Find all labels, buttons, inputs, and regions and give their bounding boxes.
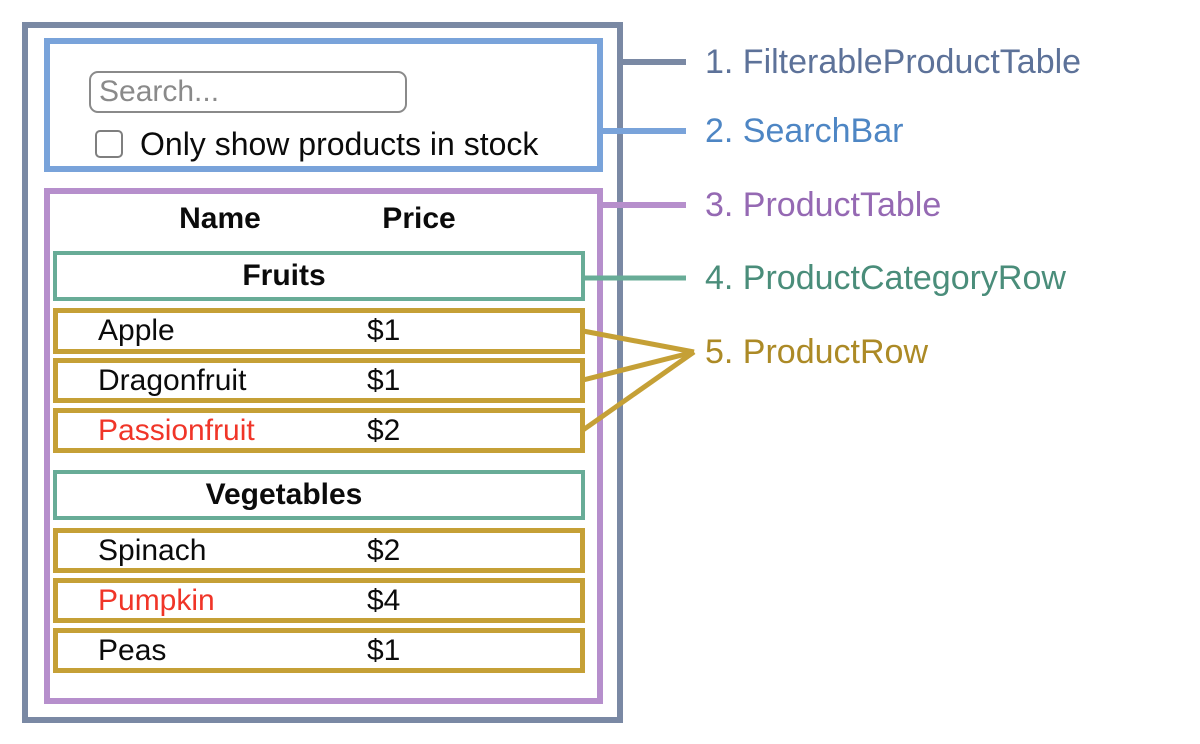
product-name: Dragonfruit [98,363,247,397]
product-name: Apple [98,314,175,347]
product-table-box: Name Price Fruits Apple $1 Dragonfruit $… [44,188,603,704]
legend-product-category-row: 4. ProductCategoryRow [705,259,1066,297]
filterable-product-table-box: Only show products in stock Name Price F… [22,22,623,723]
product-price: $2 [367,533,401,567]
product-row-peas: Peas $1 [53,628,585,673]
name-column-header: Name [179,202,261,235]
product-price: $2 [367,413,401,447]
in-stock-checkbox-label: Only show products in stock [140,126,539,162]
product-row-spinach: Spinach $2 [53,528,585,573]
product-price: $4 [367,583,401,617]
price-column-header: Price [382,202,456,235]
stock-filter-row: Only show products in stock [95,128,538,160]
category-label: Fruits [242,259,326,292]
category-row-vegetables: Vegetables [53,470,585,520]
search-input[interactable] [89,71,407,113]
product-price: $1 [367,633,401,667]
product-name: Spinach [98,533,207,567]
legend-filterable-product-table: 1. FilterableProductTable [705,43,1082,81]
in-stock-checkbox[interactable] [95,130,123,158]
product-name: Passionfruit [98,413,255,447]
legend-search-bar: 2. SearchBar [705,112,904,150]
product-price: $1 [367,314,401,347]
search-bar-box: Only show products in stock [44,38,603,172]
product-price: $1 [367,363,401,397]
product-row-apple: Apple $1 [53,308,585,354]
legend-product-table: 3. ProductTable [705,186,942,224]
product-row-pumpkin: Pumpkin $4 [53,578,585,623]
category-row-fruits: Fruits [53,251,585,301]
product-row-passionfruit: Passionfruit $2 [53,408,585,453]
product-row-dragonfruit: Dragonfruit $1 [53,358,585,403]
category-label: Vegetables [205,478,363,511]
product-name: Peas [98,633,167,667]
product-name: Pumpkin [98,583,215,617]
legend-product-row: 5. ProductRow [705,333,928,371]
